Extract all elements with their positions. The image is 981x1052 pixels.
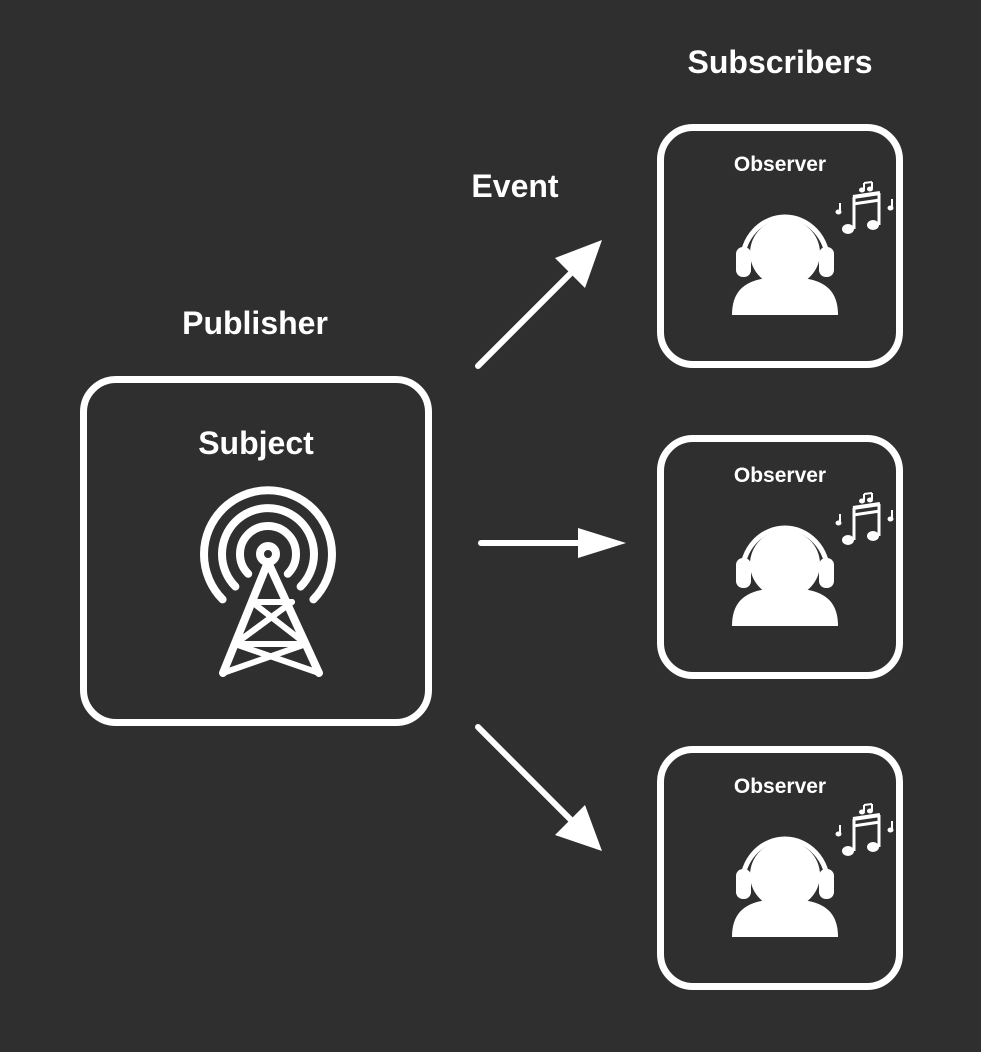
- broadcast-tower-icon: [200, 486, 336, 677]
- observer-box: Observer: [657, 746, 903, 990]
- listener-headphones-icon: [732, 836, 838, 937]
- subscribers-heading: Subscribers: [687, 44, 873, 80]
- music-notes-icon: [835, 803, 894, 856]
- arrow-to-observer-2: [478, 528, 626, 558]
- arrow-to-observer-3: [475, 724, 602, 851]
- subject-title: Subject: [198, 425, 314, 461]
- listener-headphones-icon: [732, 525, 838, 626]
- observer-box: Observer: [657, 435, 903, 679]
- observer-title: Observer: [733, 464, 827, 487]
- observer-title: Observer: [733, 775, 827, 798]
- listener-headphones-icon: [732, 214, 838, 315]
- arrow-to-observer-1: [475, 240, 602, 369]
- publisher-heading: Publisher: [182, 305, 328, 341]
- observer-title: Observer: [733, 153, 827, 176]
- observer-box: Observer: [657, 124, 903, 368]
- music-notes-icon: [835, 181, 894, 234]
- subject-box: Subject: [80, 376, 432, 726]
- music-notes-icon: [835, 492, 894, 545]
- event-label: Event: [471, 168, 559, 204]
